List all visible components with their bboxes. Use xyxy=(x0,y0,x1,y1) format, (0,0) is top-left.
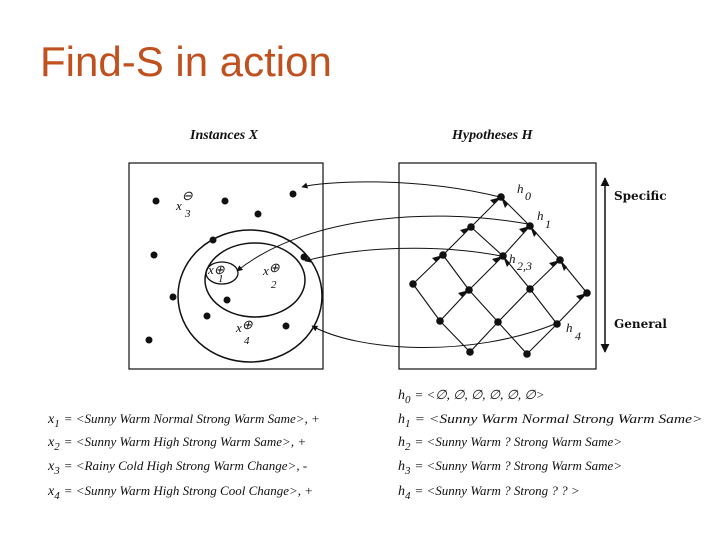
example-row-2: x2= <Sunny Warm High Strong Warm Same>, … xyxy=(47,434,306,453)
specific-label: Specific xyxy=(614,189,667,203)
hypotheses-box xyxy=(398,162,597,370)
general-label: General xyxy=(614,317,667,331)
instance-dot xyxy=(203,312,211,320)
lattice-node xyxy=(583,289,591,297)
example-row-4: x4= <Sunny Warm High Strong Cool Change>… xyxy=(47,483,313,502)
instance-dot xyxy=(152,197,160,205)
hypothesis-nodes xyxy=(409,193,591,358)
h0-node xyxy=(497,193,505,201)
instances-box xyxy=(128,162,324,370)
x3-label: x⊖ xyxy=(175,188,193,213)
hypothesis-row-1: h1= <Sunny Warm Normal Strong Warm Same> xyxy=(398,411,703,430)
lattice-node xyxy=(465,286,473,294)
lattice-node xyxy=(439,251,447,259)
h0-node-subscript: 0 xyxy=(525,189,531,203)
h4-node xyxy=(553,320,561,328)
hypothesis-row-4: h4= <Sunny Warm ? Strong ? ? > xyxy=(398,483,580,502)
x1-label: x⊕ xyxy=(207,262,225,277)
h23-node-label: h xyxy=(509,251,516,266)
hypotheses-list: h0= <∅, ∅, ∅, ∅, ∅, ∅> h1= <Sunny Warm N… xyxy=(398,387,703,502)
h4-node-label: h xyxy=(566,320,573,335)
example-row-3: x3= <Rainy Cold High Strong Warm Change>… xyxy=(47,458,307,477)
lattice-node xyxy=(436,317,444,325)
instance-dot xyxy=(169,293,177,301)
instance-dot xyxy=(300,253,308,261)
h1-curve xyxy=(236,215,529,272)
lattice-node xyxy=(466,348,474,356)
instance-dot xyxy=(254,210,262,218)
h4-curve xyxy=(311,323,556,349)
h23-node xyxy=(499,252,507,260)
x4-subscript: 4 xyxy=(244,335,250,347)
instance-dot xyxy=(289,190,297,198)
h1-node xyxy=(526,222,534,230)
lattice-node xyxy=(526,285,534,293)
h1-node-label: h xyxy=(537,208,544,223)
h23-coverage-ellipse xyxy=(204,242,306,318)
h4-node-subscript: 4 xyxy=(575,329,581,343)
x4-label: x⊕ xyxy=(235,317,253,335)
lattice-node xyxy=(409,280,417,288)
x2-subscript: 2 xyxy=(271,279,277,291)
h0-curve xyxy=(301,181,501,198)
x3-subscript: 3 xyxy=(184,208,191,220)
hypotheses-heading: Hypotheses H xyxy=(451,128,534,143)
instance-dot xyxy=(150,251,158,259)
hypothesis-row-2: h2= <Sunny Warm ? Strong Warm Same> xyxy=(398,434,622,453)
x1-subscript: 1 xyxy=(218,273,224,285)
h23-node-subscript: 2,3 xyxy=(517,259,532,273)
mapping-curves xyxy=(236,181,556,349)
instance-points xyxy=(145,190,308,344)
instance-dot xyxy=(209,236,217,244)
lattice-node xyxy=(556,256,564,264)
h1-node-subscript: 1 xyxy=(545,217,551,231)
x2-label: x⊕ xyxy=(262,260,280,278)
slide-title: Find-S in action xyxy=(40,38,332,85)
lattice-node xyxy=(467,223,475,231)
instances-heading: Instances X xyxy=(189,128,259,143)
instance-dot xyxy=(282,322,290,330)
lattice-edges xyxy=(412,196,588,355)
lattice-node xyxy=(494,318,502,326)
h1-coverage-ellipse xyxy=(205,261,239,285)
hypothesis-row-0: h0= <∅, ∅, ∅, ∅, ∅, ∅> xyxy=(398,387,545,406)
instance-dot xyxy=(223,296,231,304)
h23-curve xyxy=(304,247,502,263)
instance-dot xyxy=(145,336,153,344)
instance-dot xyxy=(221,197,229,205)
example-row-1: x1= <Sunny Warm Normal Strong Warm Same>… xyxy=(47,411,320,430)
h4-coverage-ellipse xyxy=(177,229,323,363)
examples-list: x1= <Sunny Warm Normal Strong Warm Same>… xyxy=(47,411,320,502)
h0-node-label: h xyxy=(517,181,524,196)
hypothesis-row-3: h3= <Sunny Warm ? Strong Warm Same> xyxy=(398,458,622,477)
lattice-node xyxy=(523,350,531,358)
